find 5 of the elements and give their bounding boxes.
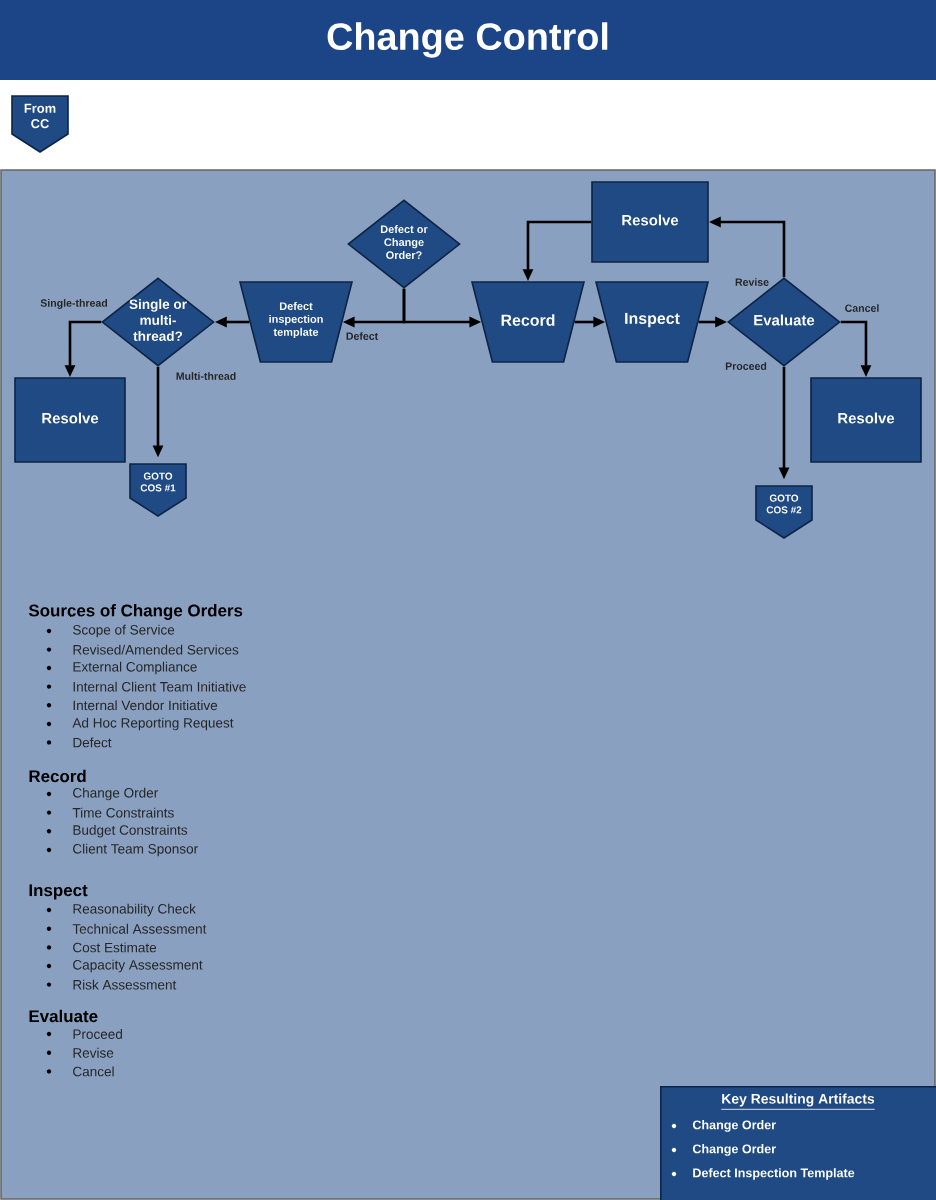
section-heading: Evaluate [29,1009,98,1023]
section-heading: Inspect [29,884,88,900]
section-heading: Record [29,769,86,783]
section-heading: Sources of Change Orders [28,604,243,620]
title-bar: Change Control [0,0,936,80]
